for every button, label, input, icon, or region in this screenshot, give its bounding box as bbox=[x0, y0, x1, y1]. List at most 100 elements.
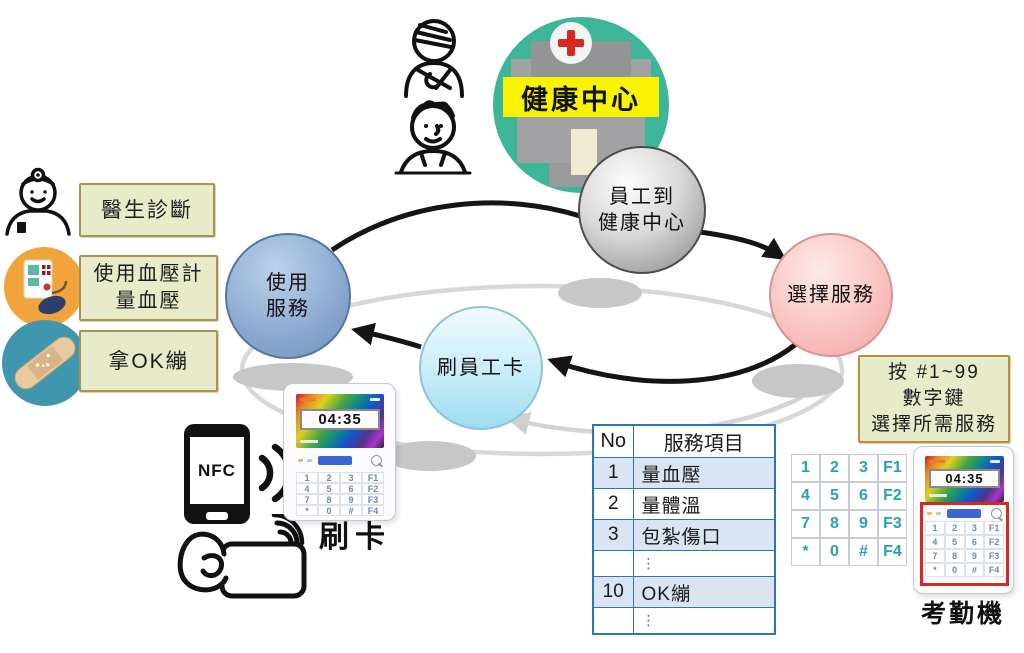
arrow-select-to-swipe bbox=[547, 342, 798, 384]
node-line: 刷員工卡 bbox=[437, 357, 525, 379]
service-no: 1 bbox=[592, 457, 634, 489]
keypad-highlight-frame bbox=[920, 502, 1009, 586]
key-icon bbox=[991, 508, 1002, 519]
instruction-line: 選擇所需服務 bbox=[870, 414, 997, 435]
keypad-key-2: 2 bbox=[318, 472, 340, 483]
arrow-swipe-to-use bbox=[351, 322, 422, 350]
keypad-key-1: 1 bbox=[296, 472, 318, 483]
keypad-key-3: 3 bbox=[340, 472, 362, 483]
keypad-key-5: 5 bbox=[820, 482, 849, 510]
placeholder-node bbox=[752, 364, 844, 398]
keypad-key-F4: F4 bbox=[878, 538, 907, 566]
node-line: 使用 bbox=[266, 272, 310, 294]
phone-home-button bbox=[206, 512, 228, 520]
keypad-key-1: 1 bbox=[925, 521, 945, 535]
blood-pressure-icon bbox=[4, 247, 84, 327]
red-cross-icon bbox=[550, 22, 592, 64]
node-use-service: 使用 服務 bbox=[225, 233, 351, 359]
keypad-key-7: 7 bbox=[791, 510, 820, 538]
node-line: 選擇服務 bbox=[787, 284, 875, 306]
label-bandaid: 拿OK繃 bbox=[79, 330, 218, 392]
keypad-key-2: 2 bbox=[944, 521, 965, 535]
injured-patient-icon bbox=[404, 19, 464, 98]
keypad-key-0: 0 bbox=[318, 505, 340, 516]
keypad-key-F4: F4 bbox=[984, 563, 1004, 577]
label-text: 使用血壓計 bbox=[93, 263, 204, 285]
service-item: 量血壓 bbox=[632, 457, 776, 489]
service-item: OK繃 bbox=[632, 576, 776, 608]
node-line: 員工到 bbox=[609, 186, 675, 208]
keypad-key-0: 0 bbox=[944, 563, 965, 577]
keypad-key-8: 8 bbox=[820, 510, 849, 538]
service-no: 3 bbox=[592, 519, 634, 551]
keypad-key-3: 3 bbox=[849, 454, 878, 482]
key-icon bbox=[371, 454, 382, 466]
service-no: 10 bbox=[592, 576, 634, 608]
header-service-item: 服務項目 bbox=[632, 424, 776, 458]
arrow-arrive-to-select bbox=[699, 229, 787, 261]
keypad-key-8: 8 bbox=[318, 494, 340, 505]
node-line: 健康中心 bbox=[598, 212, 686, 234]
keypad-key-5: 5 bbox=[318, 483, 340, 494]
label-text: 量血壓 bbox=[115, 290, 182, 312]
bandaid-art bbox=[14, 336, 76, 390]
keypad-key-*: * bbox=[925, 563, 945, 577]
keypad-key-6: 6 bbox=[849, 482, 878, 510]
keypad-key-4: 4 bbox=[296, 483, 318, 494]
led-light bbox=[936, 512, 941, 515]
instruction-box: 按 #1~99 數字鍵 選擇所需服務 bbox=[858, 355, 1010, 443]
keypad-key-F2: F2 bbox=[362, 483, 384, 494]
led-light bbox=[298, 458, 303, 462]
keypad-key-F1: F1 bbox=[984, 521, 1004, 535]
screen-decor bbox=[929, 494, 947, 497]
service-item: ⋮ bbox=[632, 550, 776, 577]
blood-pressure-art bbox=[23, 259, 68, 315]
bandaid-icon bbox=[2, 320, 88, 406]
led-light bbox=[307, 458, 312, 462]
node-employee-arrives: 員工到 健康中心 bbox=[578, 146, 706, 274]
cross-bar bbox=[558, 39, 584, 47]
label-blood-pressure: 使用血壓計 量血壓 bbox=[79, 255, 218, 321]
keypad-key-3: 3 bbox=[964, 521, 985, 535]
menu-pill bbox=[947, 509, 981, 518]
device-screen: 04:35 bbox=[925, 456, 1004, 502]
employee-icon bbox=[394, 100, 472, 175]
screen-decor bbox=[990, 460, 1000, 463]
keypad-key-0: 0 bbox=[820, 538, 849, 566]
keypad-key-F3: F3 bbox=[984, 549, 1004, 563]
keypad-key-4: 4 bbox=[791, 482, 820, 510]
led-light bbox=[927, 512, 932, 515]
keypad-key-9: 9 bbox=[964, 549, 985, 563]
instruction-line: 按 #1~99 bbox=[888, 362, 980, 383]
node-select-service: 選擇服務 bbox=[769, 233, 893, 357]
instruction-line: 數字鍵 bbox=[902, 388, 966, 409]
node-swipe-card: 刷員工卡 bbox=[419, 306, 543, 430]
device-screen: 04:35 bbox=[296, 394, 384, 448]
attendance-caption: 考勤機 bbox=[920, 600, 1005, 628]
indicator-row bbox=[298, 454, 382, 466]
keypad-key-6: 6 bbox=[964, 535, 985, 549]
health-center-banner: 健康中心 bbox=[503, 77, 659, 117]
keypad-key-#: # bbox=[964, 563, 985, 577]
keypad-key-7: 7 bbox=[925, 549, 945, 563]
menu-pill bbox=[318, 455, 352, 465]
keypad-key-4: 4 bbox=[925, 535, 945, 549]
service-no bbox=[592, 607, 634, 634]
keypad-key-F3: F3 bbox=[362, 494, 384, 505]
keypad-key-#: # bbox=[340, 505, 362, 516]
label-doctor-diagnosis: 醫生診斷 bbox=[79, 183, 215, 237]
nfc-phone-icon: NFC bbox=[184, 424, 250, 524]
keypad-key-5: 5 bbox=[944, 535, 965, 549]
keypad-key-F1: F1 bbox=[878, 454, 907, 482]
